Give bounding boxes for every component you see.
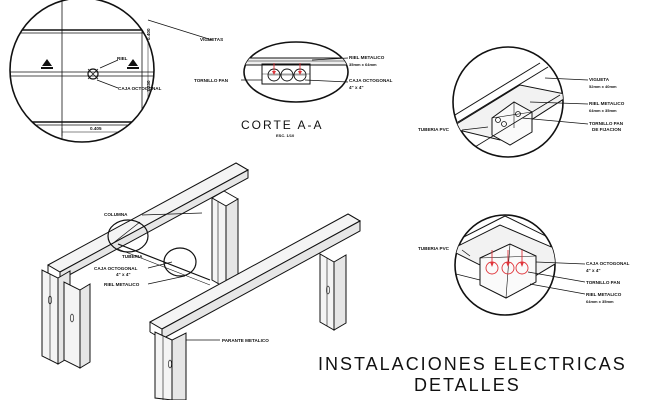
tr-label-vigueta: VIGUETA [589,77,610,82]
fixing-screw-3 [515,111,521,117]
isometric-frame [41,162,362,400]
section-detail [241,41,349,103]
tr-label-tuberia: TUBERIA PVC [418,127,450,132]
bottom-right-detail [454,214,586,316]
br-label-riel: RIEL METALICO [586,292,622,297]
plan-dim-horizontal: 0.405 [90,126,102,131]
plan-detail [9,0,213,143]
plan-label-riel: RIEL [117,56,128,61]
tr-label-tornillo: TORNILLO PAN [589,121,624,126]
section-label-caja-size: 4" x 4" [349,85,364,90]
back-column-right [211,197,227,289]
iso-label-riel: RIEL METALICO [104,282,140,287]
section-title: CORTE A-A [241,118,323,132]
section-label-tornillo: TORNILLO PAN [194,78,229,83]
br-label-riel-size: 64mm x 35mm [586,299,614,304]
tr-label-riel-size: 64mm x 35mm [589,108,617,113]
back-column-left-2 [63,281,81,369]
section-detail-ellipse [243,41,349,103]
iso-label-caja-size: 4" x 4" [116,272,131,277]
tr-label-vigueta-size: 52mm x 40mm [589,84,617,89]
sheet-title-line1: INSTALACIONES ELECTRICAS [318,354,627,374]
plan-detail-circle [9,0,155,143]
fixing-screw-1 [495,117,501,123]
br-label-tuberia: TUBERIA PVC [418,246,450,251]
plan-dim-vertical-1: 0.400 [146,28,151,40]
callout-caja [163,247,197,277]
tr-label-riel: RIEL METALICO [589,101,625,106]
level-marker-left [42,59,52,66]
section-label-caja: CAJA OCTOGONAL [349,78,393,83]
section-label-riel-size: 35mm x 64mm [349,62,377,67]
bottom-right-detail-circle [454,214,556,316]
top-right-detail-circle [452,46,564,158]
fixing-screw-2 [501,121,507,127]
section-scale: ESC. 1/10 [276,133,295,138]
sheet-title-line2: DETALLES [414,375,521,395]
plan-label-viguetas: VIGUETAS [200,37,223,42]
plan-dim-vertical-2: 1.230 [146,80,151,92]
tr-label-tornillo-2: DE FIJACION [592,127,622,132]
iso-label-tuberia: TUBERIA [122,254,143,259]
section-label-riel: RIEL METALICO [349,55,385,60]
junction-box-symbol [87,68,99,80]
br-label-caja-size: 4" x 4" [586,268,601,273]
top-right-detail [452,46,589,158]
iso-label-parante: PARANTE METALICO [222,338,269,343]
plan-label-caja: CAJA OCTOGONAL [118,86,162,91]
front-column-left [154,331,173,400]
level-marker-right [128,59,138,66]
iso-label-caja: CAJA OCTOGONAL [94,266,138,271]
br-label-tornillo: TORNILLO PAN [586,280,621,285]
callout-columna [107,219,149,253]
br-label-caja: CAJA OCTOGONAL [586,261,630,266]
iso-label-columna: COLUMNA [104,212,128,217]
